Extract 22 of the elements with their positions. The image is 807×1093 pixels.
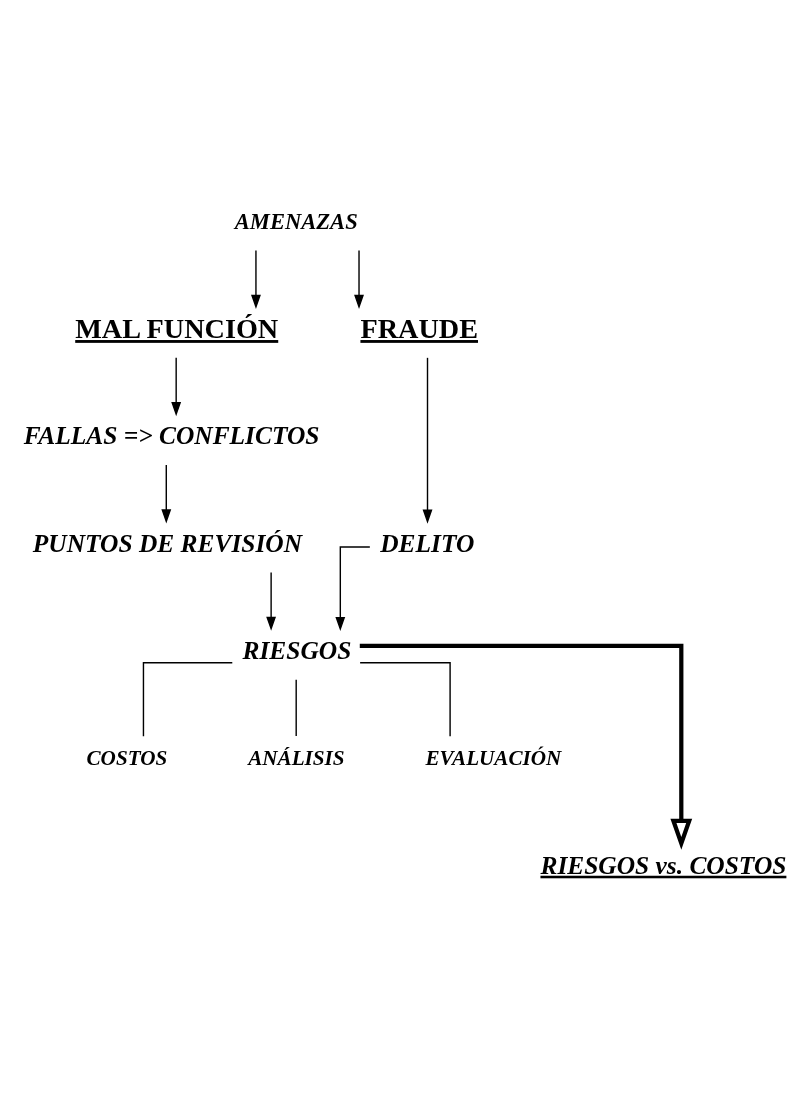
node-text: MAL FUNCIÓN xyxy=(75,312,279,344)
node-text: FALLAS => CONFLICTOS xyxy=(23,420,320,449)
arrow xyxy=(335,545,371,631)
node-text: ANÁLISIS xyxy=(248,745,345,770)
arrow xyxy=(161,463,172,523)
node-text: FRAUDE xyxy=(360,312,479,344)
node-text: DELITO xyxy=(380,528,475,557)
arrow xyxy=(171,356,182,416)
connector xyxy=(142,661,233,737)
node-text: COSTOS xyxy=(86,745,168,770)
arrow xyxy=(359,643,693,850)
connector xyxy=(295,678,297,737)
arrow xyxy=(422,356,433,524)
arrow xyxy=(251,249,261,309)
arrow xyxy=(354,249,364,309)
node-text: EVALUACIÓN xyxy=(425,745,562,770)
node-text: AMENAZAS xyxy=(234,208,358,234)
connector xyxy=(359,661,451,737)
node-text: PUNTOS DE REVISIÓN xyxy=(32,528,303,557)
node-text: RIESGOS xyxy=(242,635,352,664)
arrow xyxy=(266,571,277,631)
node-text: RIESGOS vs. COSTOS xyxy=(540,850,787,879)
